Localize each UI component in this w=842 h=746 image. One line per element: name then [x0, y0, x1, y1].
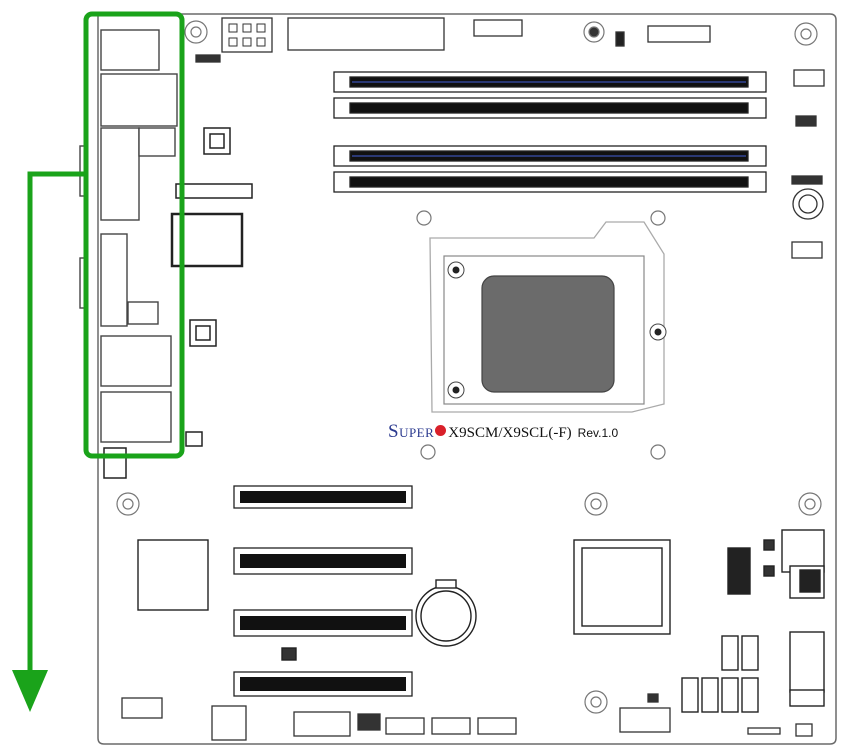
sata-ports — [681, 635, 759, 713]
board-model-caption: Super X9SCM/X9SCL(-F) Rev.1.0 — [388, 421, 618, 443]
power-connector-8pin — [221, 17, 273, 53]
brand-dot-icon — [435, 425, 447, 436]
down-arrow — [12, 171, 86, 712]
cpu-retention-plate — [481, 275, 615, 393]
dimm-slots — [333, 71, 767, 193]
vga-serial-connector — [100, 127, 140, 221]
pcie-slots — [233, 485, 413, 697]
connector-side-block — [138, 127, 176, 157]
brand-logo: Super — [388, 421, 435, 442]
cpu-socket — [429, 221, 667, 413]
top-connector-pins — [228, 23, 266, 47]
board-revision: Rev.1.0 — [577, 426, 619, 440]
board-model: X9SCM/X9SCL(-F) — [448, 425, 572, 441]
highlight-box — [83, 11, 185, 459]
right-side-headers — [791, 69, 825, 259]
right-lower-components — [727, 529, 825, 707]
lan-port-1 — [100, 335, 172, 387]
power-connector-24pin — [287, 17, 445, 51]
bottom-headers — [121, 693, 813, 741]
io-controller-chip — [137, 539, 209, 611]
serial-port — [100, 233, 128, 327]
lower-components — [137, 539, 671, 661]
mounting-holes — [116, 20, 822, 714]
lan-port-2 — [100, 391, 172, 443]
rear-io-connectors — [79, 29, 178, 443]
usb-stack-1 — [100, 73, 178, 127]
ps2-connector — [100, 29, 160, 71]
